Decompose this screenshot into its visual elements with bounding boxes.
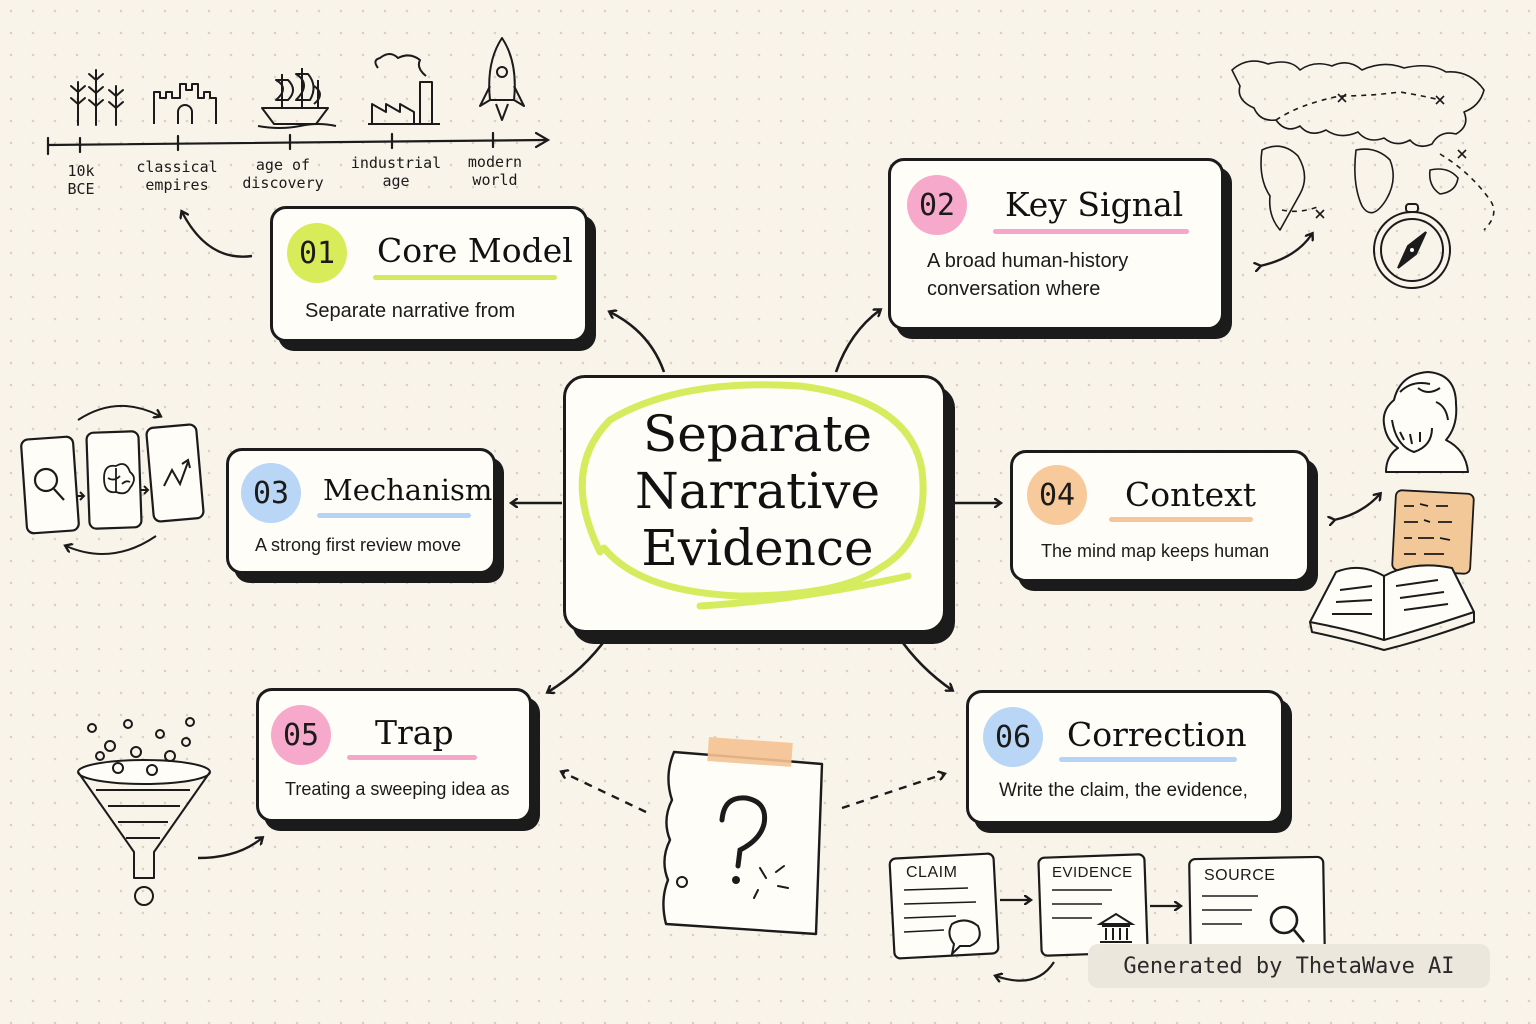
card-body: Write the claim, the evidence, [999, 777, 1248, 805]
factory-icon [368, 53, 440, 125]
card-body-line: Write the claim, the evidence, [999, 780, 1248, 801]
card-number-badge: 01 [287, 223, 347, 283]
card-number-badge: 04 [1027, 465, 1087, 525]
timeline-label-industrial-age: industrial age [346, 154, 446, 190]
timeline-label-line: industrial [350, 154, 442, 172]
card-mechanism: 03 Mechanism A strong first review move [226, 448, 496, 574]
timeline-label-classical-empires: classical empires [127, 158, 227, 194]
brain-card-icon [103, 463, 135, 495]
magnifier-icon [1269, 905, 1305, 943]
wheat-icon [70, 69, 124, 126]
card-number-badge: 03 [241, 463, 301, 523]
timeline-label-line: 10k [67, 162, 95, 180]
open-book-icon [1309, 564, 1475, 651]
timeline-label-line: age of [255, 156, 311, 174]
card-title: Mechanism [323, 473, 493, 507]
card-title-underline [373, 275, 557, 280]
castle-icon [153, 83, 217, 124]
map-link-arrow [1260, 234, 1312, 266]
card-title-underline [1059, 757, 1237, 762]
card-body: Separate narrative from [305, 297, 515, 325]
timeline-link-arrow [182, 212, 253, 258]
timeline-label-line: modern [467, 153, 523, 171]
card-title: Core Model [377, 231, 573, 270]
timeline-label-line: age [382, 172, 410, 190]
card-title-underline [347, 755, 477, 760]
central-topic-line-3: Evidence [641, 519, 874, 577]
center-to-correction-arrow [896, 635, 952, 690]
speech-bubble-icon [948, 919, 981, 958]
central-topic-title: Separate Narrative Evidence [565, 406, 950, 577]
note-to-correction-arrow [841, 774, 944, 810]
timeline-label-line: world [472, 171, 518, 189]
card-number-badge: 02 [907, 175, 967, 235]
evidence-chain-arrows [996, 900, 1180, 981]
funnel-icon [77, 717, 211, 906]
center-to-signal-arrow [834, 310, 880, 373]
timeline-label-line: discovery [242, 174, 324, 192]
card-title-underline [317, 513, 471, 518]
chart-card-icon [163, 458, 191, 487]
card-body-line: conversation where [927, 278, 1101, 300]
timeline-label-10k-bce: 10k BCE [31, 162, 131, 198]
world-map-icon [1231, 60, 1495, 231]
note-to-trap-arrow [562, 772, 647, 814]
philosopher-bust-icon [1382, 371, 1469, 473]
evidence-card-label: EVIDENCE [1052, 864, 1133, 881]
compass-icon [1373, 203, 1451, 289]
card-body-line: A broad human-history [927, 250, 1129, 272]
timeline-label-line: empires [145, 176, 209, 194]
museum-icon [1096, 912, 1136, 943]
card-title: Context [1125, 475, 1257, 514]
card-body: A broad human-history conversation where [927, 247, 1128, 303]
center-to-core-arrow [610, 312, 666, 373]
timeline-label-age-of-discovery: age of discovery [233, 156, 333, 192]
claim-card-label: CLAIM [906, 864, 958, 881]
card-title: Key Signal [1005, 185, 1184, 224]
history-timeline [46, 131, 551, 156]
sailing-ship-icon [257, 68, 337, 129]
timeline-label-modern-world: modern world [445, 153, 545, 189]
search-card-icon [33, 467, 65, 501]
context-link-arrow [1334, 494, 1380, 520]
rocket-icon [479, 37, 525, 121]
card-number-badge: 06 [983, 707, 1043, 767]
card-body-line: The mind map keeps human [1041, 541, 1270, 561]
watermark: Generated by ThetaWave AI [1088, 944, 1490, 988]
card-context: 04 Context The mind map keeps human [1010, 450, 1310, 582]
card-key-signal: 02 Key Signal A broad human-history conv… [888, 158, 1224, 330]
card-body: A strong first review move [255, 531, 461, 559]
card-body-line: Treating a sweeping idea as [285, 779, 510, 799]
card-title-underline [1109, 517, 1253, 522]
question-note-icon [662, 737, 824, 936]
card-body-line: A strong first review move [255, 535, 462, 555]
center-to-trap-arrow [548, 635, 610, 692]
card-body: Treating a sweeping idea as [285, 775, 509, 803]
timeline-label-line: classical [136, 158, 218, 176]
central-topic-line-1: Separate [642, 405, 873, 463]
funnel-to-trap-arrow [197, 838, 262, 860]
mechanism-cycle-arrows [66, 405, 160, 555]
timeline-label-line: BCE [67, 180, 95, 198]
clay-tablet-icon [1391, 489, 1475, 575]
card-trap: 05 Trap Treating a sweeping idea as [256, 688, 532, 822]
source-card-label: SOURCE [1204, 867, 1276, 884]
card-title: Correction [1067, 715, 1247, 754]
card-body: The mind map keeps human [1041, 537, 1269, 565]
card-number-badge: 05 [271, 705, 331, 765]
card-title-underline [993, 229, 1189, 234]
card-core-model: 01 Core Model Separate narrative from [270, 206, 588, 342]
card-correction: 06 Correction Write the claim, the evide… [966, 690, 1284, 824]
card-body-line: Separate narrative from [305, 300, 516, 322]
card-title: Trap [375, 713, 454, 752]
central-topic-line-2: Narrative [634, 462, 881, 520]
